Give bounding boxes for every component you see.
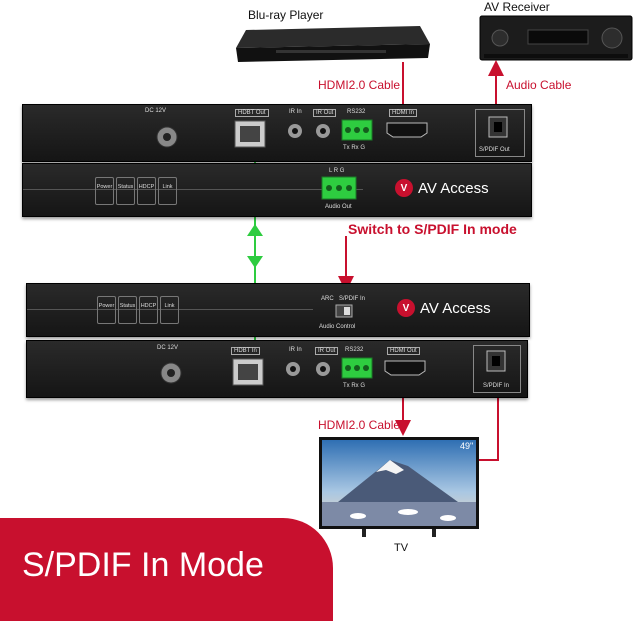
tx-hdbt-port xyxy=(234,120,266,148)
rx-audio-switch xyxy=(335,304,353,318)
rx-brand-logo: V AV Access xyxy=(397,299,491,317)
tx-rs232-terminal xyxy=(341,119,373,141)
tv-device xyxy=(319,437,479,537)
audio-cable-label: Audio Cable xyxy=(506,78,572,92)
spdif-cable-line xyxy=(478,364,506,461)
rx-ir-in-jack xyxy=(286,362,300,376)
hdmi-cable-top-label: HDMI2.0 Cable xyxy=(318,78,401,92)
tx-ir-out-label: IR Out xyxy=(313,109,337,117)
rx-led-status: Status xyxy=(118,296,137,324)
rx-led-link: Link xyxy=(160,296,179,324)
tx-brand-name: AV Access xyxy=(418,179,489,197)
rx-rs232-terminal xyxy=(341,357,373,379)
tx-ir-in-label: IR In xyxy=(289,109,302,115)
mode-banner-text: S/PDIF In Mode xyxy=(22,546,264,584)
tx-hdmi-label: HDMI In xyxy=(389,109,418,117)
receiver-label: AV Receiver xyxy=(484,0,550,14)
tx-ir-out-jack xyxy=(316,124,330,138)
rx-spdif-box xyxy=(473,345,521,393)
rx-rs232-label: RS232 xyxy=(345,347,364,353)
tx-dc-jack xyxy=(156,126,178,148)
rx-spdif-in-label: S/PDIF In xyxy=(339,296,366,302)
tx-rs232-pins: Tx Rx G xyxy=(343,145,365,151)
bluray-label: Blu-ray Player xyxy=(248,8,324,22)
switch-note-label: Switch to S/PDIF In mode xyxy=(348,221,517,237)
rx-ir-out-label: IR Out xyxy=(315,347,339,355)
tx-hdbt-label: HDBT Out xyxy=(235,109,269,117)
rx-led-hdcp: HDCP xyxy=(139,296,158,324)
tx-spdif-label: S/PDIF Out xyxy=(479,147,510,153)
tx-dc-label: DC 12V xyxy=(145,108,167,114)
rx-spdif-port xyxy=(486,350,506,372)
receiver-front-panel: Power Status HDCP Link ARC S/PDIF In Aud… xyxy=(26,283,530,337)
tx-led-link: Link xyxy=(158,177,177,205)
rx-brand-name: AV Access xyxy=(420,299,491,317)
rx-spdif-label: S/PDIF In xyxy=(483,383,510,389)
av-access-logo-icon: V xyxy=(397,299,415,317)
transmitter-front-panel: Power Status HDCP Link L R G Audio Out V… xyxy=(22,163,532,217)
rx-audio-control-label: Audio Control xyxy=(319,324,356,330)
rx-ir-in-label: IR In xyxy=(289,347,302,353)
tx-audio-terminal xyxy=(321,176,357,200)
rx-ir-out-jack xyxy=(316,362,330,376)
transmitter-rear-panel: DC 12V HDBT Out IR In IR Out RS232 Tx Rx… xyxy=(22,104,532,162)
tx-led-power: Power xyxy=(95,177,114,205)
mode-banner: S/PDIF In Mode xyxy=(0,518,333,621)
rx-hdmi-label: HDMI Out xyxy=(387,347,420,355)
tv-size-label: 49" xyxy=(460,441,474,451)
rx-arc-label: ARC xyxy=(321,296,334,302)
tx-spdif-port xyxy=(488,116,508,138)
tx-ir-in-jack xyxy=(288,124,302,138)
rx-hdbt-label: HDBT In xyxy=(231,347,260,355)
av-access-logo-icon: V xyxy=(395,179,413,197)
rx-led-power: Power xyxy=(97,296,116,324)
rx-hdbt-port xyxy=(232,358,264,386)
tx-audio-out-label: Audio Out xyxy=(325,204,352,210)
av-receiver-device xyxy=(479,15,633,61)
tx-brand-logo: V AV Access xyxy=(395,179,489,197)
tx-spdif-box xyxy=(475,109,525,157)
tx-led-hdcp: HDCP xyxy=(137,177,156,205)
rx-rs232-pins: Tx Rx G xyxy=(343,383,365,389)
rx-hdmi-port xyxy=(384,360,426,376)
tx-rs232-label: RS232 xyxy=(347,109,366,115)
receiver-rear-panel: DC 12V HDBT In IR In IR Out RS232 Tx Rx … xyxy=(26,340,528,398)
rx-dc-jack xyxy=(160,362,182,384)
tv-label: TV xyxy=(394,542,409,554)
tx-led-status: Status xyxy=(116,177,135,205)
bluray-player-device xyxy=(236,26,430,62)
tx-hdmi-port xyxy=(386,122,428,138)
hdmi-cable-bottom-label: HDMI2.0 Cable xyxy=(318,418,401,432)
tx-audio-pins: L R G xyxy=(329,168,345,174)
rx-dc-label: DC 12V xyxy=(157,345,179,351)
